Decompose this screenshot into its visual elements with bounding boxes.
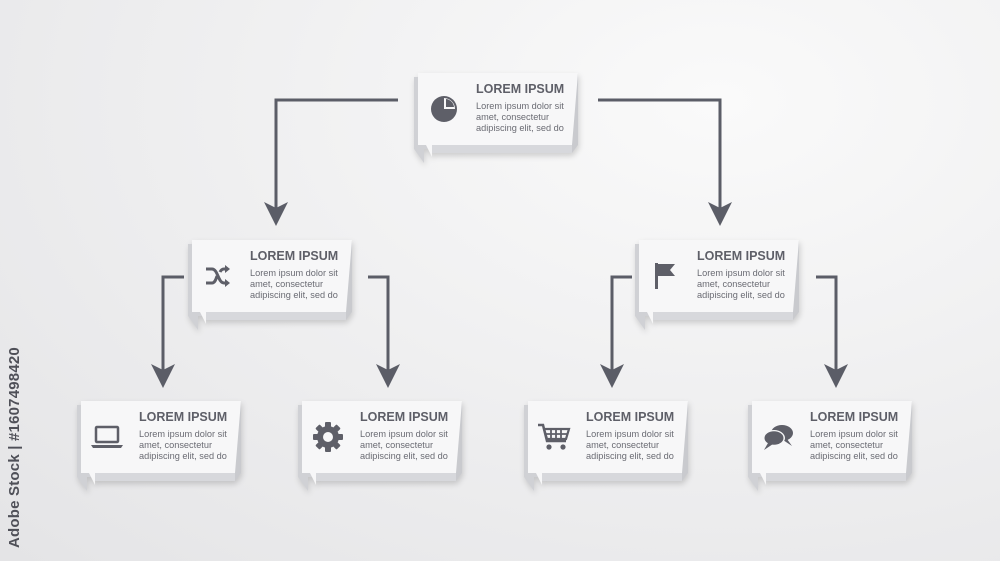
node-description: Lorem ipsum dolor sit amet, consectetur …	[810, 429, 898, 462]
node-mid-right: LOREM IPSUM Lorem ipsum dolor sit amet, …	[633, 240, 805, 330]
node-description: Lorem ipsum dolor sit amet, consectetur …	[139, 429, 227, 462]
connector-root-to-mid-left	[274, 98, 398, 212]
shuffle-icon	[200, 258, 236, 294]
connector-mid-right-to-leaf-3	[610, 275, 632, 374]
arrowhead-leaf-4	[824, 364, 848, 388]
chat-bubbles-icon	[760, 419, 796, 455]
node-mid-left: LOREM IPSUM Lorem ipsum dolor sit amet, …	[186, 240, 358, 330]
arrowhead-leaf-1	[151, 364, 175, 388]
node-title: LOREM IPSUM	[139, 410, 228, 424]
node-leaf-4: LOREM IPSUM Lorem ipsum dolor sit amet, …	[746, 401, 918, 491]
node-title: LOREM IPSUM	[360, 410, 449, 424]
connector-mid-left-to-leaf-2	[368, 275, 390, 374]
card-shape	[77, 401, 241, 491]
node-description: Lorem ipsum dolor sit amet, consectetur …	[476, 101, 564, 134]
shopping-cart-icon	[536, 419, 572, 455]
node-title: LOREM IPSUM	[810, 410, 899, 424]
node-description: Lorem ipsum dolor sit amet, consectetur …	[360, 429, 448, 462]
node-leaf-2: LOREM IPSUM Lorem ipsum dolor sit amet, …	[296, 401, 468, 491]
arrowhead-leaf-3	[600, 364, 624, 388]
laptop-icon	[89, 419, 125, 455]
stock-watermark: Adobe Stock | #1607498420	[6, 347, 23, 548]
flag-icon	[647, 258, 683, 294]
gear-icon	[310, 419, 346, 455]
arrowhead-mid-left	[264, 202, 288, 226]
pie-chart-icon	[426, 91, 462, 127]
node-title: LOREM IPSUM	[476, 82, 565, 96]
node-title: LOREM IPSUM	[586, 410, 675, 424]
node-leaf-3: LOREM IPSUM Lorem ipsum dolor sit amet, …	[522, 401, 694, 491]
card-shape	[188, 240, 352, 330]
node-description: Lorem ipsum dolor sit amet, consectetur …	[697, 268, 785, 301]
connector-mid-left-to-leaf-1	[161, 275, 184, 374]
arrowhead-mid-right	[708, 202, 732, 226]
connector-root-to-mid-right	[598, 98, 722, 212]
node-title: LOREM IPSUM	[250, 249, 339, 263]
card-shape	[524, 401, 688, 491]
node-root: LOREM IPSUM Lorem ipsum dolor sit amet, …	[412, 73, 584, 163]
arrowhead-leaf-2	[376, 364, 400, 388]
connector-mid-right-to-leaf-4	[816, 275, 838, 374]
node-description: Lorem ipsum dolor sit amet, consectetur …	[586, 429, 674, 462]
node-title: LOREM IPSUM	[697, 249, 786, 263]
node-leaf-1: LOREM IPSUM Lorem ipsum dolor sit amet, …	[75, 401, 247, 491]
node-description: Lorem ipsum dolor sit amet, consectetur …	[250, 268, 338, 301]
